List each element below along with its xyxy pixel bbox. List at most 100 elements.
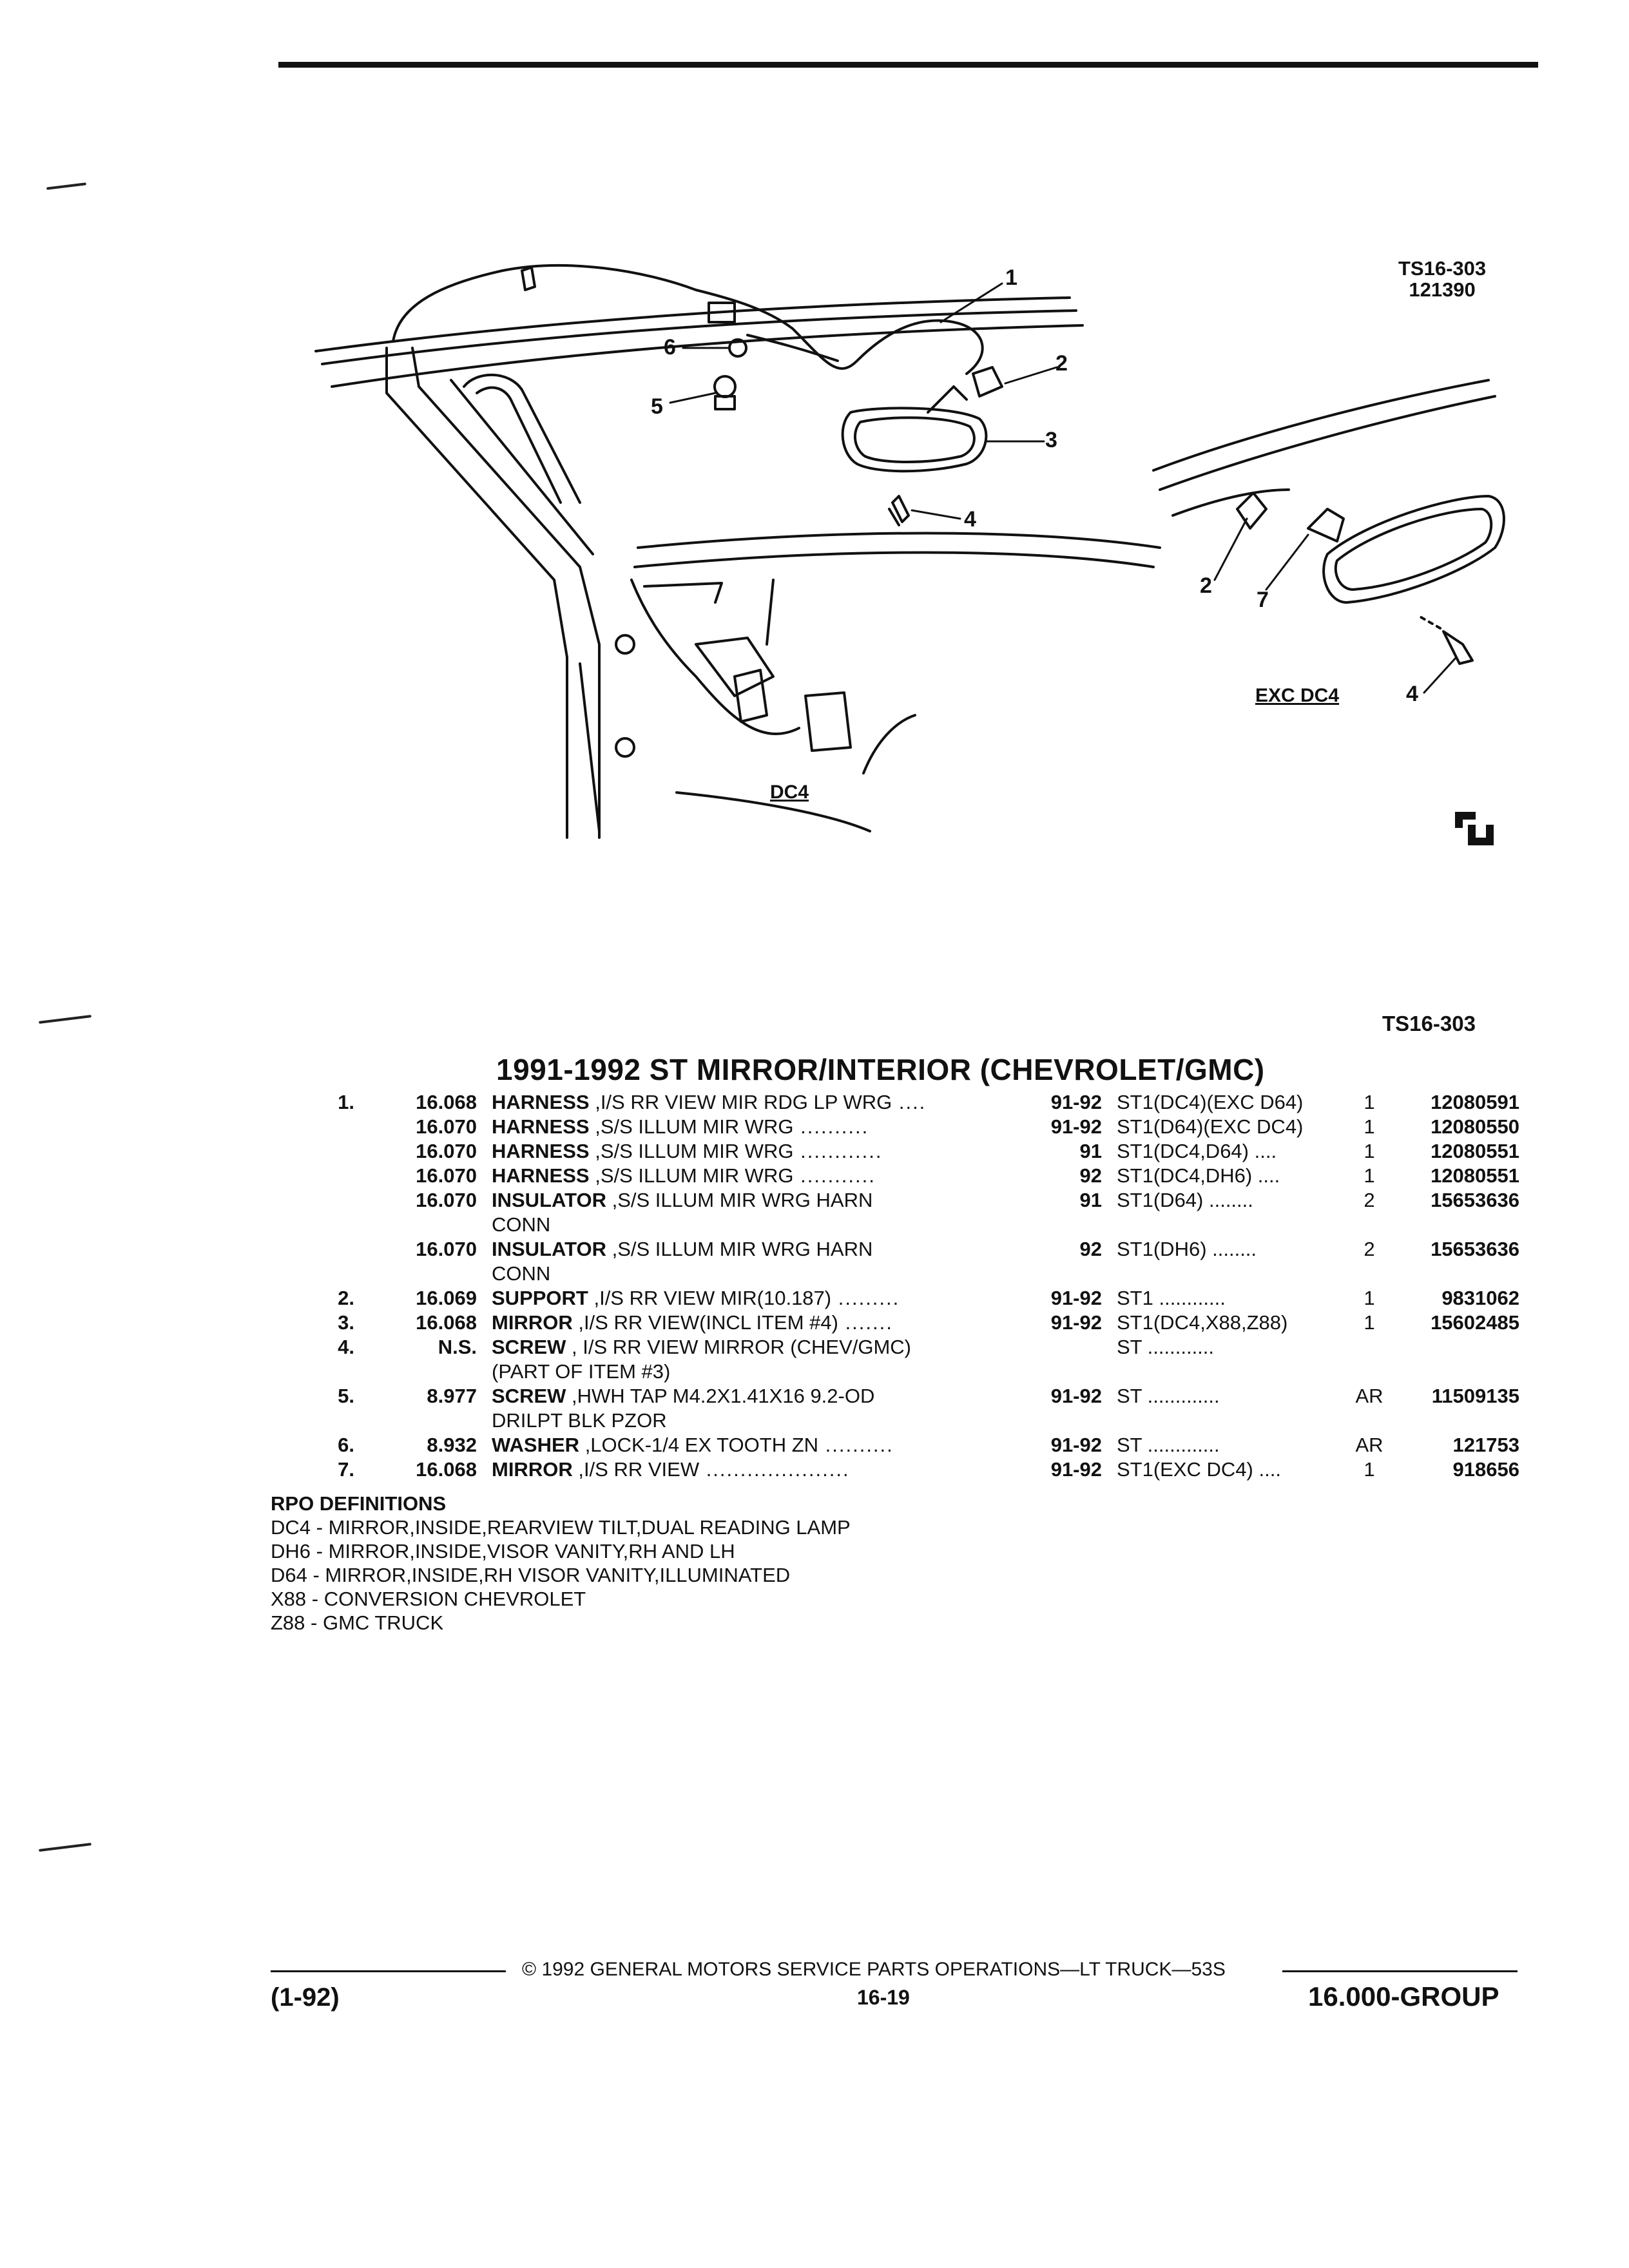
parts-row: 3. 16.068 MIRROR ,I/S RR VIEW(INCL ITEM …: [0, 1311, 1629, 1335]
part-name: MIRROR: [492, 1311, 573, 1334]
part-desc-line2: CONN: [492, 1213, 551, 1236]
model-years: 92: [1079, 1164, 1102, 1187]
part-name: MIRROR: [492, 1458, 573, 1481]
rpo-line: X88 - CONVERSION CHEVROLET: [271, 1588, 586, 1610]
part-name: SCREW: [492, 1336, 566, 1358]
footer-group: 16.000-GROUP: [1308, 1981, 1499, 2012]
group-number: 8.932: [427, 1434, 477, 1456]
model-usage: ST1 ............: [1117, 1287, 1226, 1309]
part-description: HARNESS ,S/S ILLUM MIR WRG ............: [492, 1139, 1027, 1164]
model-usage: ST1(DC4)(EXC D64): [1117, 1091, 1304, 1113]
ts-code: TS16-303: [1382, 1012, 1476, 1035]
part-number: 9831062: [1441, 1287, 1519, 1309]
dc4-label: DC4: [770, 782, 809, 803]
model-usage: ST .............: [1117, 1385, 1220, 1407]
part-number: 11509135: [1431, 1385, 1519, 1407]
group-number: 16.070: [416, 1164, 477, 1187]
leader-dots: ............: [793, 1140, 883, 1162]
exc-dc4-label: EXC DC4: [1255, 685, 1340, 706]
model-years: 91: [1079, 1189, 1102, 1211]
callout-5: 5: [651, 394, 663, 419]
part-description: HARNESS ,I/S RR VIEW MIR RDG LP WRG ....: [492, 1090, 1027, 1115]
quantity: AR: [1355, 1434, 1383, 1456]
parts-row: 1. 16.068 HARNESS ,I/S RR VIEW MIR RDG L…: [0, 1090, 1629, 1115]
rpo-definitions: RPO DEFINITIONS DC4 - MIRROR,INSIDE,REAR…: [271, 1492, 851, 1635]
leader-dots: .......: [838, 1311, 893, 1334]
item-number: 7.: [338, 1458, 354, 1481]
part-number: 121753: [1452, 1434, 1519, 1456]
group-number: 16.070: [416, 1189, 477, 1211]
part-name: HARNESS: [492, 1140, 590, 1162]
group-number: 8.977: [427, 1385, 477, 1407]
leader-dots: .........: [831, 1287, 900, 1309]
footer-rule-right: [1282, 1970, 1518, 1972]
part-name: SUPPORT: [492, 1287, 588, 1309]
item-number: 4.: [338, 1336, 354, 1358]
quantity: 1: [1364, 1140, 1375, 1162]
part-desc: ,LOCK-1/4 EX TOOTH ZN: [579, 1434, 819, 1456]
footer-rule-left: [271, 1970, 506, 1972]
model-usage: ST ............: [1117, 1336, 1215, 1358]
model-years: 91-92: [1050, 1115, 1102, 1138]
callout-1: 1: [1005, 265, 1017, 290]
part-name: HARNESS: [492, 1164, 590, 1187]
parts-row: 7. 16.068 MIRROR ,I/S RR VIEW ..........…: [0, 1457, 1629, 1482]
part-description: HARNESS ,S/S ILLUM MIR WRG ...........: [492, 1164, 1027, 1188]
model-usage: ST1(D64) ........: [1117, 1189, 1253, 1211]
parts-row: 16.070 INSULATOR ,S/S ILLUM MIR WRG HARN…: [0, 1188, 1629, 1237]
leader-dots: ..........: [793, 1115, 869, 1138]
inset-callout-2: 2: [1200, 573, 1212, 598]
parts-row: 6. 8.932 WASHER ,LOCK-1/4 EX TOOTH ZN ..…: [0, 1433, 1629, 1457]
group-number: N.S.: [438, 1336, 477, 1358]
part-desc-line2: CONN: [492, 1262, 551, 1285]
parts-row: 16.070 HARNESS ,S/S ILLUM MIR WRG ......…: [0, 1115, 1629, 1139]
callout-2: 2: [1055, 351, 1068, 376]
model-years: 91-92: [1050, 1287, 1102, 1309]
part-desc-line2: (PART OF ITEM #3): [492, 1360, 671, 1383]
parts-row: 16.070 INSULATOR ,S/S ILLUM MIR WRG HARN…: [0, 1237, 1629, 1286]
footer-date: (1-92): [271, 1983, 340, 2012]
rpo-line: DH6 - MIRROR,INSIDE,VISOR VANITY,RH AND …: [271, 1540, 735, 1562]
part-desc-line2: DRILPT BLK PZOR: [492, 1409, 667, 1432]
quantity: 1: [1364, 1311, 1375, 1334]
leader-dots: ....: [892, 1091, 927, 1113]
leader-dots: .....................: [699, 1458, 850, 1481]
model-usage: ST1(DC4,D64) ....: [1117, 1140, 1277, 1162]
page-title: 1991-1992 ST MIRROR/INTERIOR (CHEVROLET/…: [496, 1053, 1265, 1086]
part-number: 12080551: [1431, 1164, 1519, 1187]
leader-dots: ..........: [818, 1434, 894, 1456]
rpo-heading: RPO DEFINITIONS: [271, 1492, 447, 1515]
quantity: 2: [1364, 1238, 1375, 1260]
model-years: 91-92: [1050, 1458, 1102, 1481]
parts-row: 4. N.S. SCREW , I/S RR VIEW MIRROR (CHEV…: [0, 1335, 1629, 1384]
quantity: 1: [1364, 1164, 1375, 1187]
item-number: 5.: [338, 1385, 354, 1407]
rpo-line: Z88 - GMC TRUCK: [271, 1611, 444, 1634]
group-number: 16.069: [416, 1287, 477, 1309]
item-number: 6.: [338, 1434, 354, 1456]
page-number: 16-19: [857, 1986, 910, 2009]
part-name: HARNESS: [492, 1115, 590, 1138]
model-usage: ST1(DH6) ........: [1117, 1238, 1257, 1260]
part-number: 15602485: [1431, 1311, 1519, 1334]
model-years: 91-92: [1050, 1385, 1102, 1407]
part-desc: ,I/S RR VIEW MIR(10.187): [588, 1287, 832, 1309]
callout-3: 3: [1045, 428, 1057, 452]
part-description: HARNESS ,S/S ILLUM MIR WRG ..........: [492, 1115, 1027, 1139]
part-number: 12080550: [1431, 1115, 1519, 1138]
leader-dots: ...........: [793, 1164, 876, 1187]
margin-mark: [39, 1015, 92, 1024]
figure-code: TS16-303 121390: [1398, 258, 1486, 300]
model-usage: ST .............: [1117, 1434, 1220, 1456]
parts-list: 1. 16.068 HARNESS ,I/S RR VIEW MIR RDG L…: [0, 1090, 1629, 1482]
figure-code-line1: TS16-303: [1398, 257, 1487, 280]
part-number: 15653636: [1431, 1189, 1519, 1211]
part-desc: ,S/S ILLUM MIR WRG HARN: [606, 1238, 873, 1260]
group-number: 16.070: [416, 1238, 477, 1260]
part-name: HARNESS: [492, 1091, 590, 1113]
part-name: WASHER: [492, 1434, 580, 1456]
part-number: 918656: [1452, 1458, 1519, 1481]
part-desc: ,I/S RR VIEW MIR RDG LP WRG: [589, 1091, 892, 1113]
